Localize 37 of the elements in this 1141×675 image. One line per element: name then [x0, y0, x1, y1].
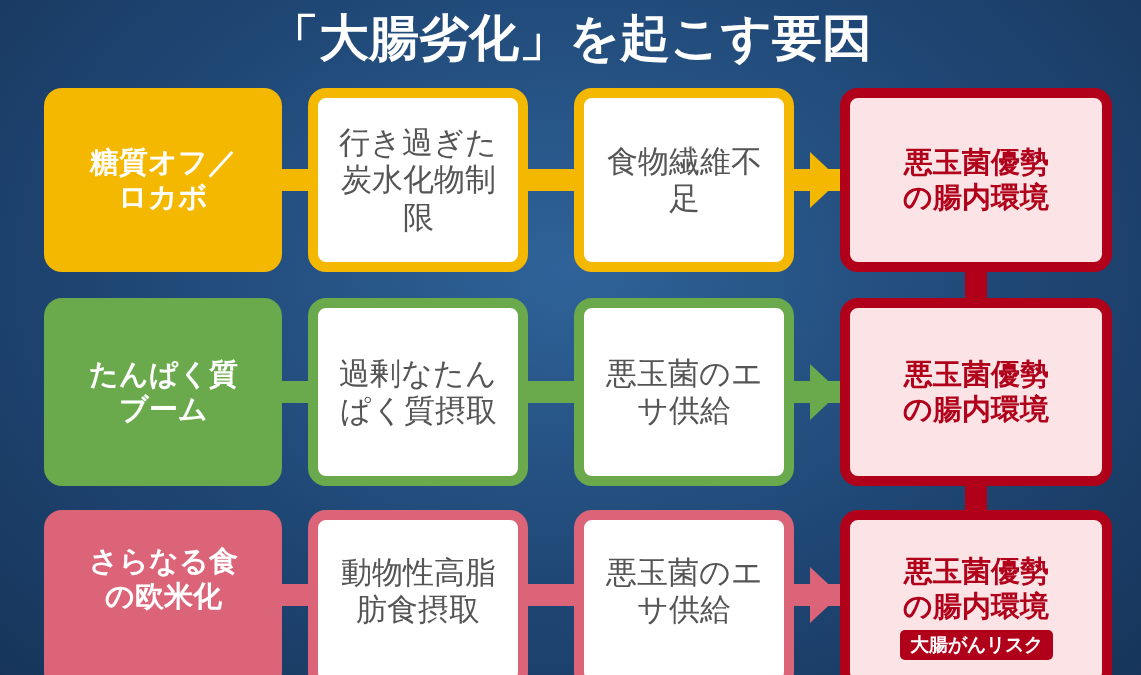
process-box — [574, 88, 794, 272]
cause-box — [44, 88, 282, 272]
connector-bar — [965, 272, 987, 298]
box-label: 過剰なたんぱく質摂取 — [338, 354, 498, 430]
process-box — [308, 510, 528, 675]
connector-bar — [528, 169, 574, 191]
box-label: 糖質オフ／ロカボ — [88, 145, 238, 215]
process-box — [308, 88, 528, 272]
outcome-box — [840, 298, 1112, 486]
connector-bar — [528, 381, 574, 403]
arrow — [794, 567, 840, 623]
box-label: さらなる食の欧米化 — [88, 544, 238, 614]
connector-bar — [965, 486, 987, 510]
connector-bar — [282, 584, 308, 606]
process-box — [574, 298, 794, 486]
box-label: 行き過ぎた炭水化物制限 — [338, 124, 498, 236]
box-label: たんぱく質ブーム — [88, 357, 238, 427]
box-label: 動物性高脂肪食摂取 — [339, 554, 497, 629]
arrow — [794, 364, 840, 420]
arrow — [794, 152, 840, 208]
box-label: 悪玉菌優勢の腸内環境 — [902, 357, 1050, 427]
box-label: 悪玉菌のエサ供給 — [604, 354, 764, 430]
outcome-box — [840, 510, 1112, 675]
connector-bar — [282, 169, 308, 191]
risk-badge: 大腸がんリスク — [899, 629, 1053, 660]
cause-box — [44, 298, 282, 486]
box-label: 悪玉菌優勢の腸内環境 — [902, 145, 1050, 215]
process-box — [308, 298, 528, 486]
outcome-box — [840, 88, 1112, 272]
process-box — [574, 510, 794, 675]
connector-bar — [282, 381, 308, 403]
connector-bar — [528, 584, 574, 606]
cause-box — [44, 510, 282, 675]
title: 「大腸劣化」を起こす要因 — [268, 8, 873, 68]
box-label: 悪玉菌のエサ供給 — [604, 554, 764, 629]
box-label: 食物繊維不足 — [605, 142, 763, 218]
box-label: 悪玉菌優勢の腸内環境 — [902, 554, 1050, 624]
